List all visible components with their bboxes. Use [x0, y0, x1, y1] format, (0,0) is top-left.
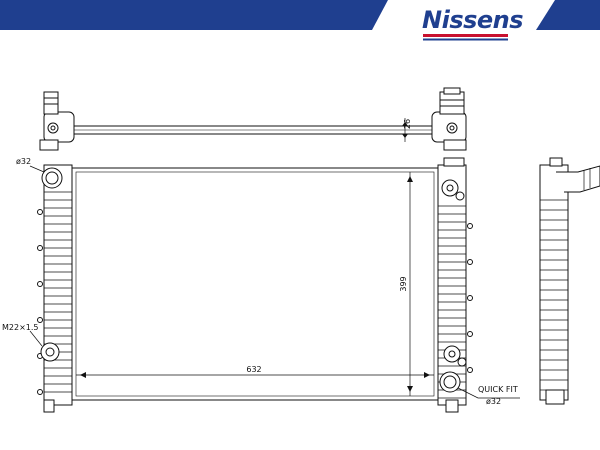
quick-fit-callout-label-line1: QUICK FIT — [478, 385, 518, 394]
top-view — [39, 87, 467, 151]
tank-lug — [467, 331, 473, 337]
outlet-callout-leader — [29, 165, 45, 173]
top-view-right-fitting — [431, 87, 467, 151]
brand-logo-stripe-blue — [423, 38, 508, 41]
drain-callout-label: M22×1.5 — [2, 323, 39, 332]
quick-fit-fitting — [439, 371, 461, 393]
left-tank — [43, 164, 73, 406]
drain-plug-fitting — [40, 342, 60, 362]
top-view-left-fitting — [39, 91, 75, 151]
depth-dimension-label: 26 — [403, 119, 412, 129]
sensor-port-top — [441, 179, 465, 201]
right-tank — [437, 164, 467, 406]
width-dimension-label: 632 — [246, 365, 261, 374]
width-dimension — [76, 372, 434, 378]
tank-lug — [467, 295, 473, 301]
tank-lug — [467, 259, 473, 265]
side-view-bottom-fitting — [545, 389, 565, 405]
tank-lug — [37, 245, 43, 251]
outlet-callout-label: ø32 — [16, 157, 31, 166]
height-dimension-label: 399 — [399, 276, 408, 291]
left-tank-mount-bottom — [43, 399, 55, 413]
drain-callout-leader — [29, 330, 43, 347]
brand-logo: Nissens — [422, 6, 524, 41]
sensor-port-bottom — [443, 345, 467, 367]
front-view — [37, 157, 473, 413]
right-tank-mount-bottom — [445, 399, 459, 413]
height-dimension — [407, 172, 413, 396]
side-view — [539, 157, 600, 405]
tank-lug — [37, 281, 43, 287]
tank-lug — [37, 389, 43, 395]
tank-lug — [37, 209, 43, 215]
side-view-inlet-pipe — [556, 165, 600, 193]
tank-lug — [37, 317, 43, 323]
radiator-core-inner — [75, 171, 435, 397]
brand-logo-text: Nissens — [422, 6, 523, 34]
side-view-ribs — [540, 199, 568, 391]
radiator-core — [71, 167, 439, 401]
left-tank-ribs — [37, 191, 72, 395]
header-banner-left — [0, 0, 388, 30]
outlet-fitting-top — [41, 167, 63, 189]
right-tank-ribs — [438, 205, 473, 399]
side-view-top-cap — [549, 157, 563, 167]
header-banner-right — [536, 0, 600, 30]
quick-fit-callout-label-line2: ø32 — [486, 397, 501, 406]
quick-fit-callout-leader — [457, 387, 520, 399]
tank-lug — [467, 367, 473, 373]
brand-logo-stripe-red — [423, 34, 508, 37]
tank-lug — [467, 223, 473, 229]
right-tank-top-cap — [443, 157, 465, 167]
